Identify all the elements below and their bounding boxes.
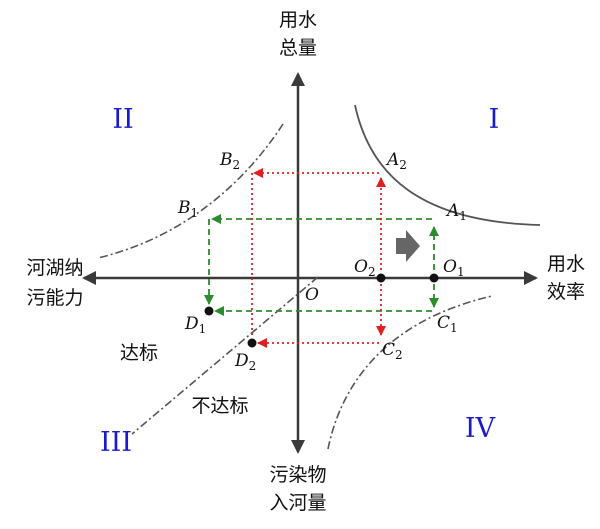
curve-quadrant-i bbox=[354, 104, 541, 226]
x-axis-left-label-line1: 河湖纳 bbox=[26, 257, 83, 279]
point-a2-label: A2 bbox=[385, 150, 407, 172]
point-d1-dot bbox=[204, 306, 214, 316]
point-o1-label: O1 bbox=[443, 257, 465, 279]
point-b1-label: B1 bbox=[177, 198, 198, 220]
y-axis-top-label-line1: 用水 bbox=[279, 9, 317, 31]
point-o2-label: O2 bbox=[354, 257, 376, 279]
quadrant-iii-label: III bbox=[100, 427, 132, 458]
shift-arrow bbox=[396, 230, 420, 262]
origin-label: O bbox=[305, 285, 319, 305]
point-d2-label: D2 bbox=[234, 351, 256, 373]
point-d1-label: D1 bbox=[184, 314, 206, 336]
y-axis-bottom-label-line2: 入河量 bbox=[269, 492, 326, 514]
y-axis-top-label-line2: 总量 bbox=[279, 37, 317, 59]
point-d2-dot bbox=[247, 338, 257, 348]
curve-quadrant-ii bbox=[97, 123, 284, 259]
point-o1-dot bbox=[429, 273, 439, 283]
x-axis-left-label-line2: 污能力 bbox=[26, 287, 83, 309]
y-axis-bottom-label-line1: 污染物 bbox=[269, 464, 326, 486]
quadrant-ii-label: II bbox=[112, 104, 133, 135]
noncompliant-label: 不达标 bbox=[191, 395, 248, 417]
point-c2-label: C2 bbox=[382, 340, 403, 362]
quadrant-iv-label: IV bbox=[465, 413, 496, 444]
point-o2-dot bbox=[376, 273, 386, 283]
compliant-label: 达标 bbox=[120, 342, 158, 364]
point-a1-label: A1 bbox=[445, 201, 467, 223]
x-axis-right-label-line2: 效率 bbox=[547, 281, 585, 303]
x-axis-right-label-line1: 用水 bbox=[547, 253, 585, 275]
point-c1-label: C1 bbox=[437, 313, 458, 335]
point-b2-label: B2 bbox=[219, 150, 240, 172]
curve-quadrant-iv bbox=[327, 295, 493, 450]
quadrant-i-label: I bbox=[489, 104, 500, 135]
